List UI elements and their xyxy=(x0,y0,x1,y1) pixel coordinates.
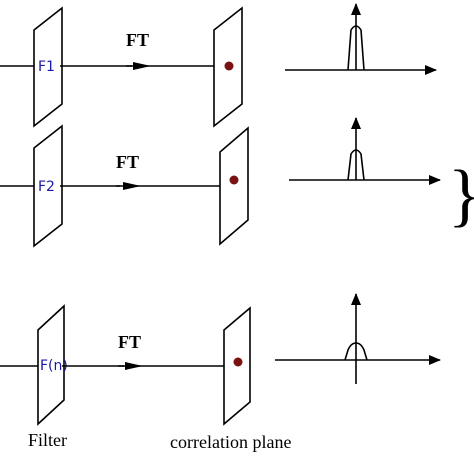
filter-plane-3 xyxy=(37,304,65,426)
row-3: F(n) FT xyxy=(0,293,441,426)
row-2: F2 FT } xyxy=(0,117,474,248)
group-brace: } xyxy=(448,157,474,234)
filter-plane-1 xyxy=(33,6,63,128)
filter-label-3: F(n) xyxy=(40,358,68,374)
transform-label-2: FT xyxy=(116,152,139,172)
correlation-plane-2 xyxy=(219,126,249,246)
correlation-plane-caption: correlation plane xyxy=(170,432,291,452)
transform-label-1: FT xyxy=(126,30,149,50)
correlation-spot-1 xyxy=(224,61,234,71)
filter-label-1: F1 xyxy=(38,59,55,75)
filter-caption: Filter xyxy=(28,430,67,450)
correlation-peak-1 xyxy=(347,25,365,71)
correlation-spot-2 xyxy=(229,175,239,185)
transform-label-3: FT xyxy=(118,332,141,352)
filter-label-2: F2 xyxy=(38,179,55,195)
correlation-peak-2 xyxy=(347,149,365,181)
filter-plane-2 xyxy=(33,124,63,248)
correlation-peak-3 xyxy=(344,342,368,361)
row-1: F1 FT xyxy=(0,3,437,128)
correlation-spot-3 xyxy=(233,357,243,367)
